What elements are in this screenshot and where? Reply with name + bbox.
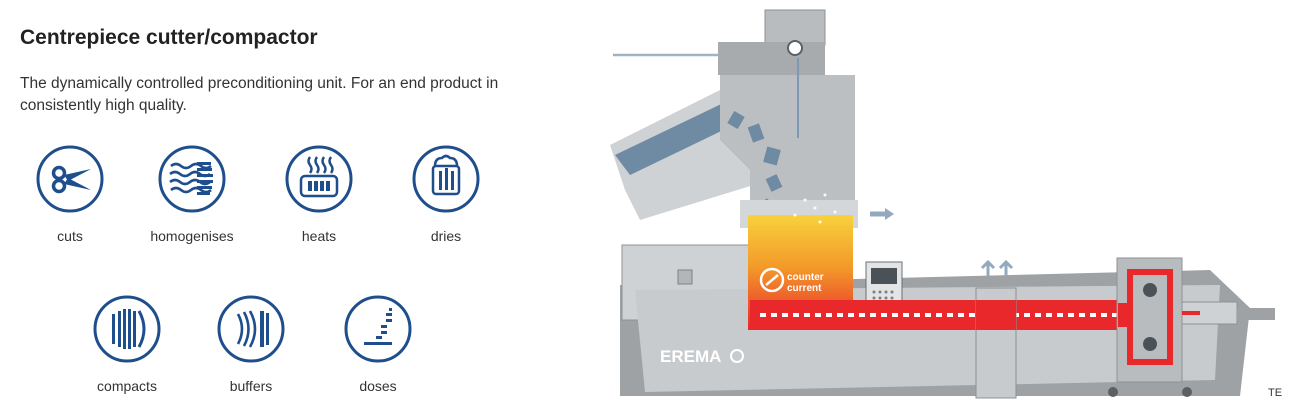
feature-label: compacts — [97, 378, 157, 394]
feature-label: homogenises — [150, 228, 234, 244]
intro-text: The dynamically controlled preconditioni… — [20, 75, 499, 114]
badge-line1: counter — [787, 272, 824, 283]
degas-arrow-1 — [980, 259, 996, 276]
feature-compacts: compacts — [62, 294, 192, 394]
machine-illustration: counter current EREMA — [610, 9, 1275, 399]
feature-dries: dries — [381, 144, 511, 244]
compact-lines-icon — [93, 295, 161, 363]
feature-label: doses — [359, 378, 397, 394]
feature-buffers: buffers — [186, 294, 316, 394]
badge-line2: current — [787, 283, 822, 294]
degas-arrow-2 — [998, 259, 1014, 276]
page-title: Centrepiece cutter/compactor — [20, 26, 318, 49]
feature-label: dries — [430, 228, 462, 244]
feature-label: buffers — [229, 378, 273, 394]
scissors-icon — [36, 145, 104, 213]
feature-heats: heats — [254, 144, 384, 244]
counter-current-badge: counter current — [759, 267, 824, 294]
brand-logo: EREMA — [660, 347, 721, 366]
buffer-curves-icon — [217, 295, 285, 363]
feature-label: cuts — [57, 228, 83, 244]
homogenise-waves-icon — [158, 145, 226, 213]
corner-label: TE — [1268, 387, 1283, 399]
dryer-icon — [412, 145, 480, 213]
feature-cuts: cuts — [5, 144, 135, 244]
heater-icon — [285, 145, 353, 213]
dosing-steps-icon — [344, 295, 412, 363]
feature-homogenises: homogenises — [127, 144, 257, 244]
feature-label: heats — [301, 228, 337, 244]
feature-doses: doses — [313, 294, 443, 394]
